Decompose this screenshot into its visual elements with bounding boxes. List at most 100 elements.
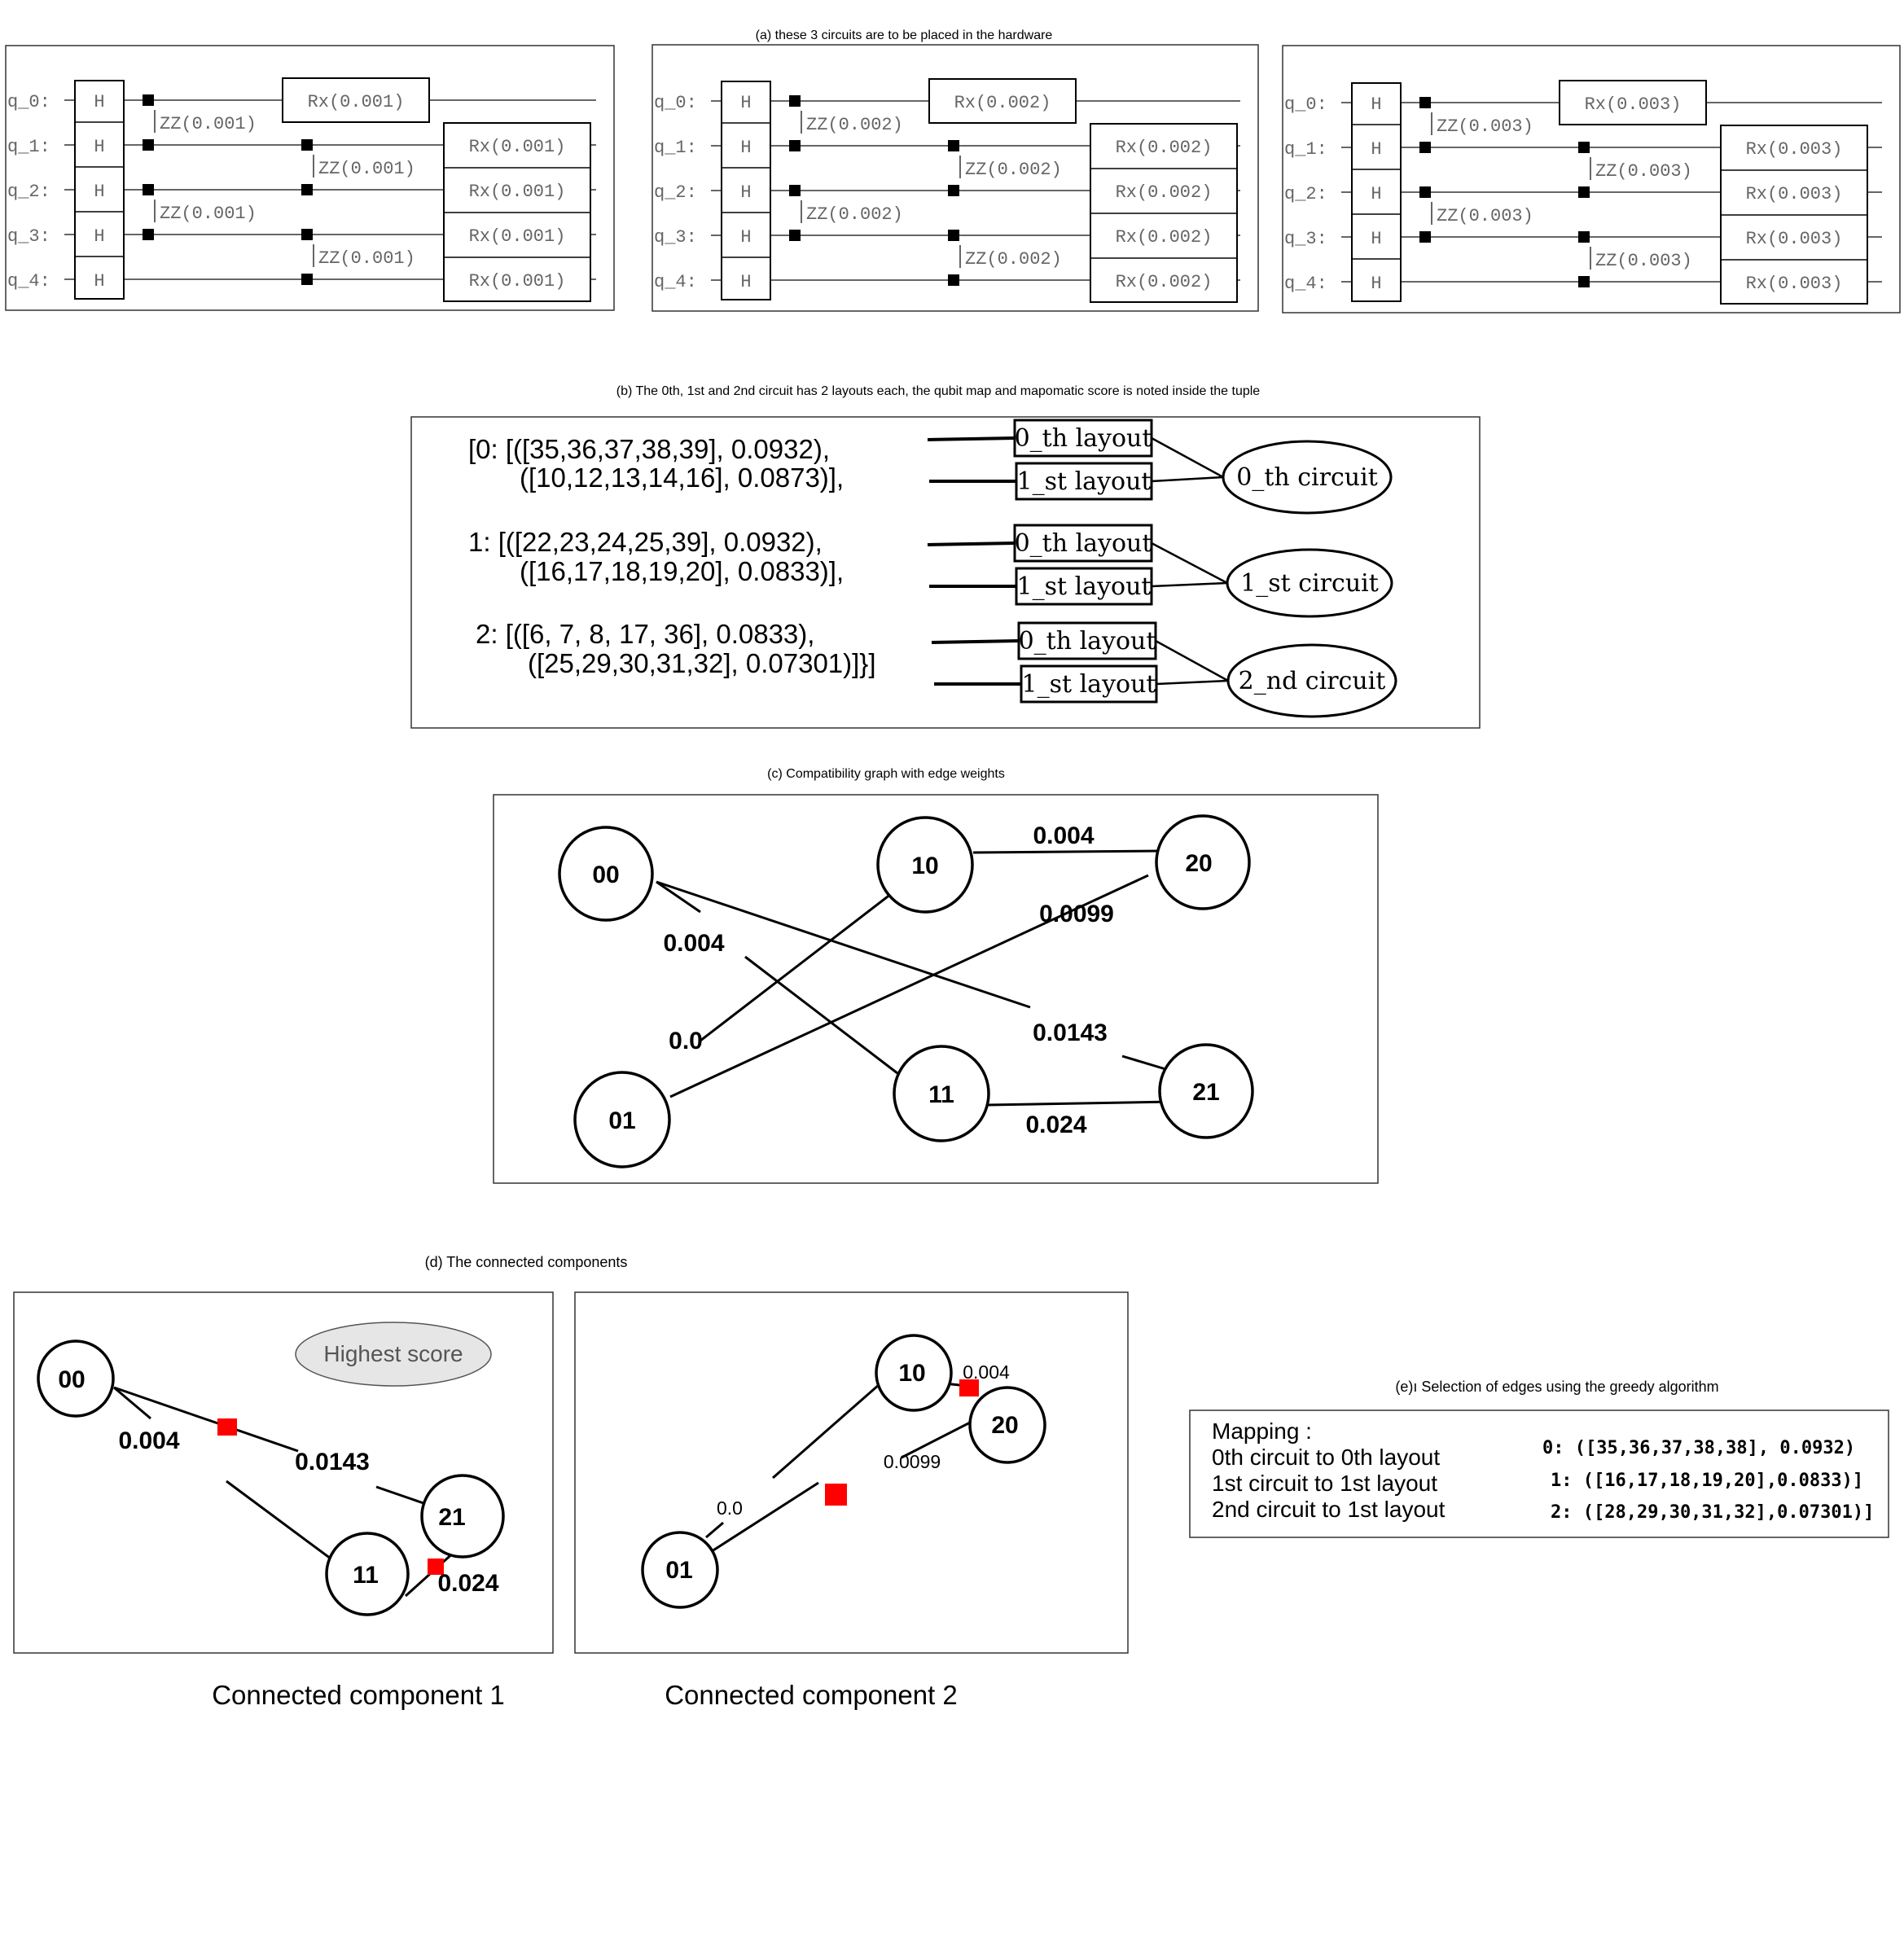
highest-score-label: Highest score <box>323 1341 463 1366</box>
graph-node-21 <box>1158 1043 1254 1139</box>
circuit-1-qubit-label-4: q_4: <box>654 272 697 292</box>
circuit-0-rx-q0-box <box>282 77 430 123</box>
c2-node-01 <box>641 1531 719 1609</box>
mapping-value-0: 0: ([35,36,37,38,38], 0.0932) <box>1542 1438 1855 1458</box>
layout-group-1-label-1: 1_st layout <box>1017 572 1152 601</box>
circuit-2-frame <box>1282 45 1901 313</box>
c1-weight-11-21: 0.024 <box>437 1570 498 1597</box>
layout-group-1-box-1 <box>1015 567 1153 606</box>
component-2-caption: Connected component 2 <box>665 1680 958 1710</box>
layout-group-0-box-0 <box>1013 419 1153 458</box>
circuit-0-rx-label-3: Rx(0.001) <box>469 226 566 247</box>
c1-node-11 <box>325 1532 410 1616</box>
circuit-2-h-gate-0: H <box>1371 94 1381 115</box>
circuit-0-qubit-label-1: q_1: <box>7 137 50 157</box>
circuit-0-h-gate-2: H <box>94 182 104 202</box>
c1-weight-00-11: 0.004 <box>118 1427 179 1454</box>
layout-group-1-label-0: 0_th layout <box>1015 529 1152 558</box>
layout-line-2: 1: [([22,23,24,25,39], 0.0932), <box>468 527 823 557</box>
c2-edge-20-01-b <box>709 1481 819 1554</box>
circuit-0-rx-label-4: Rx(0.001) <box>469 271 566 292</box>
circuit-1-zz-target-3 <box>948 274 959 286</box>
circuit-0-qubit-label-4: q_4: <box>7 271 50 292</box>
layout-group-1-lead-0 <box>927 541 1016 546</box>
circuit-2-zz-label-0: ZZ(0.003) <box>1437 116 1533 137</box>
layout-group-2-box-1 <box>1020 664 1158 704</box>
circuit-1-h-gate-3: H <box>740 227 751 248</box>
c2-edge-10-01-b <box>705 1521 724 1539</box>
circuit-1-rx-label-2: Rx(0.002) <box>1116 182 1213 203</box>
layout-group-2-link-0 <box>1155 639 1229 682</box>
circuit-2-zz-target-0 <box>1419 142 1431 153</box>
circuit-0-rx-label-2: Rx(0.001) <box>469 182 566 202</box>
weight-00-21: 0.0143 <box>1033 1019 1108 1046</box>
layout-group-0-link-1 <box>1151 476 1224 483</box>
weight-11-21: 0.024 <box>1025 1111 1086 1138</box>
circuit-1-zz-target-1 <box>948 185 959 196</box>
circuit-1: q_0:q_1:q_2:q_3:q_4:HHHHHZZ(0.002)ZZ(0.0… <box>651 44 1259 312</box>
component-1-graph: Highest score 00 21 11 0.004 0.0143 0.02… <box>37 1322 505 1616</box>
c1-node-11-label: 11 <box>353 1562 379 1589</box>
c2-weight-10-01: 0.0 <box>717 1497 743 1519</box>
edge-00-21 <box>656 880 1031 1009</box>
graph-node-20-label: 20 <box>1185 850 1212 877</box>
layout-line-4: 2: [([6, 7, 8, 17, 36], 0.0833), <box>476 619 814 649</box>
circuit-0-frame <box>5 45 615 311</box>
circuit-2-qubit-label-0: q_0: <box>1284 94 1327 115</box>
circuit-1-h-column <box>721 81 771 300</box>
circuit-2-h-column <box>1351 82 1402 302</box>
circuit-2-rx-label-3: Rx(0.003) <box>1746 229 1843 249</box>
caption-b: (b) The 0th, 1st and 2nd circuit has 2 l… <box>616 384 1260 398</box>
c2-node-20 <box>968 1386 1046 1464</box>
circuit-2-rx-label-4: Rx(0.003) <box>1746 274 1843 294</box>
c2-selected-marker-2 <box>825 1484 847 1506</box>
circuit-2-zz-control-3 <box>1578 231 1590 243</box>
edge-10-20 <box>972 849 1164 854</box>
layout-line-1: ([10,12,13,14,16], 0.0873)], <box>520 463 844 493</box>
circuit-1-h-gate-4: H <box>740 272 751 292</box>
weight-20-01: 0.0099 <box>1039 901 1114 927</box>
circuit-2-h-gate-4: H <box>1371 274 1381 294</box>
component-2-graph: 10 20 01 0.004 0.0099 0.0 <box>641 1334 1046 1609</box>
caption-e: (e)ı Selection of edges using the greedy… <box>1395 1379 1718 1395</box>
layout-group-2-lead-0 <box>931 639 1020 644</box>
component-1-panel <box>13 1291 554 1654</box>
layout-group-2-link-1 <box>1156 679 1229 686</box>
circuit-0-zz-target-0 <box>143 139 154 151</box>
component-1-caption: Connected component 1 <box>212 1680 505 1710</box>
circuit-2-zz-control-1 <box>1578 142 1590 153</box>
graph-node-10 <box>876 816 974 914</box>
weight-10-01: 0.0 <box>669 1028 703 1054</box>
layout-group-0-lead-0 <box>927 436 1016 441</box>
circuit-1-qubit-label-2: q_2: <box>654 182 697 203</box>
edge-00-21-tail <box>1121 1054 1172 1072</box>
circuit-1-zz-target-2 <box>789 230 801 241</box>
c1-selected-marker-1 <box>217 1418 237 1436</box>
mapping-value-1: 1: ([16,17,18,19,20],0.0833)] <box>1551 1471 1863 1491</box>
circuit-0-zz-control-0 <box>143 94 154 106</box>
circuit-1-zz-control-2 <box>789 185 801 196</box>
circuit-0-h-gate-3: H <box>94 226 104 247</box>
c1-node-21-label: 21 <box>438 1504 465 1531</box>
circuit-2-qubit-label-1: q_1: <box>1284 139 1327 160</box>
circuit-0-qubit-label-3: q_3: <box>7 226 50 247</box>
graph-node-11-label: 11 <box>928 1081 954 1108</box>
mapping-panel <box>1189 1410 1889 1538</box>
circuit-0-rx-label-0: Rx(0.001) <box>308 92 405 112</box>
layout-line-0: [0: [([35,36,37,38,39], 0.0932), <box>468 434 830 464</box>
layout-tuples: [0: [([35,36,37,38,39], 0.0932), ([10,12… <box>468 434 876 678</box>
graph-node-11 <box>893 1045 990 1142</box>
circuit-1-frame <box>651 44 1259 312</box>
circuit-1-qubit-label-0: q_0: <box>654 93 697 113</box>
mapping-row-2: 2nd circuit to 1st layout <box>1212 1497 1446 1522</box>
caption-a: (a) these 3 circuits are to be placed in… <box>756 28 1053 42</box>
compatibility-graph-panel <box>493 794 1379 1184</box>
circuit-0-qubit-label-2: q_2: <box>7 182 50 202</box>
circuit-2-rx-label-1: Rx(0.003) <box>1746 139 1843 160</box>
circuit-0-h-gate-1: H <box>94 137 104 157</box>
circuit-0-zz-label-1: ZZ(0.001) <box>318 159 415 179</box>
circuit-0-zz-control-3 <box>301 229 313 240</box>
